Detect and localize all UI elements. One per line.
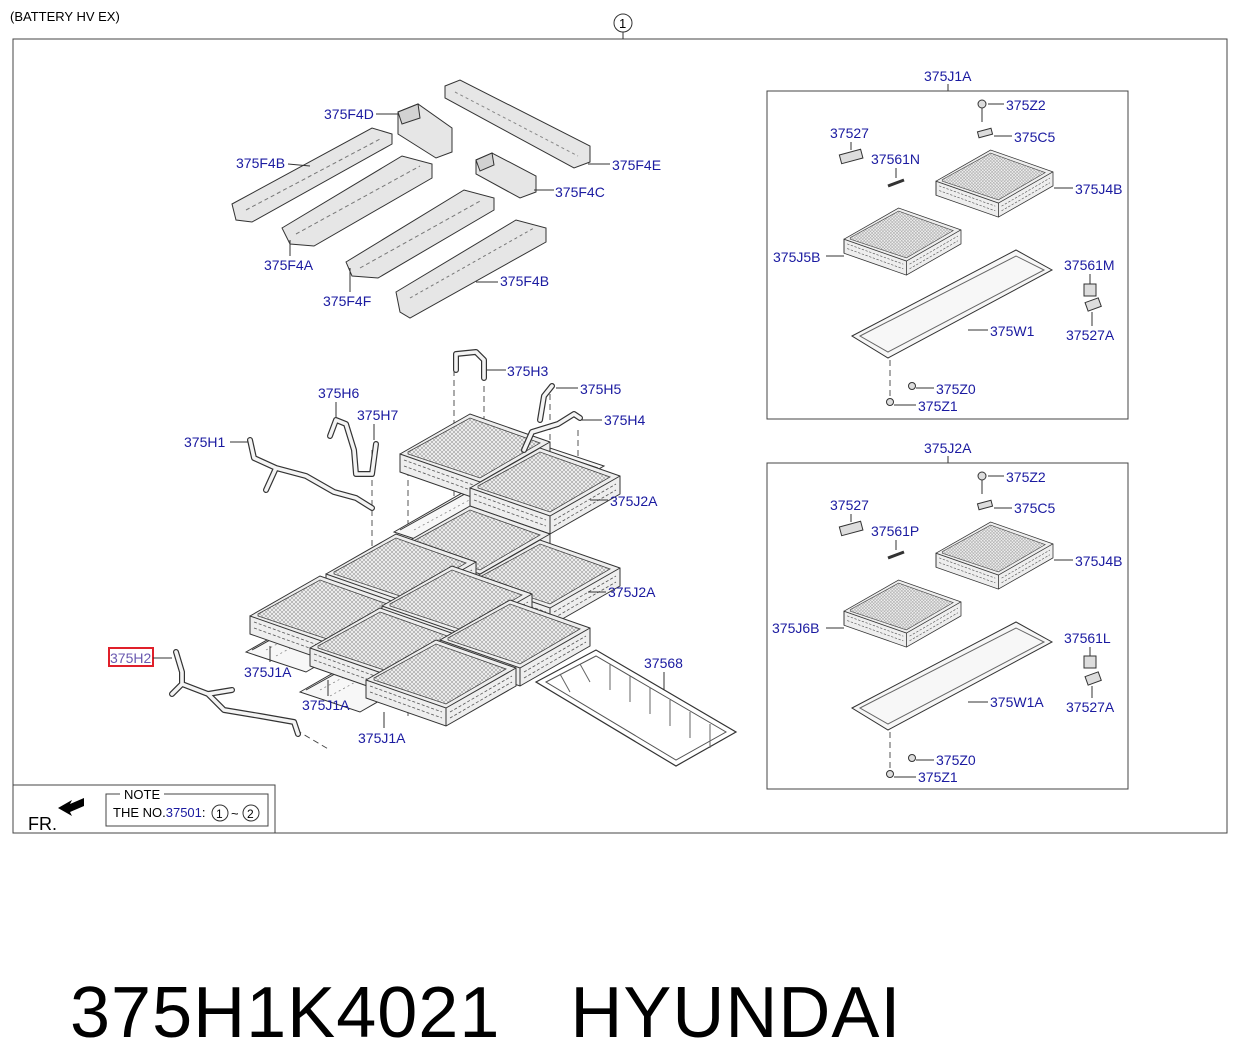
bolt-375Z2 <box>977 99 987 122</box>
part-37527-b <box>838 520 864 537</box>
label-375Z1-b: 375Z1 <box>918 769 958 785</box>
clip-37561L <box>1083 655 1102 686</box>
label-375H5: 375H5 <box>580 381 621 397</box>
outer-frame <box>12 38 1228 834</box>
highlight-box <box>108 647 154 667</box>
bolt-375Z0-b <box>908 754 916 762</box>
label-375H1: 375H1 <box>184 434 225 450</box>
label-375C5: 375C5 <box>1014 129 1055 145</box>
label-375H6: 375H6 <box>318 385 359 401</box>
cover-part-375F4D <box>397 103 453 159</box>
label-375F4D: 375F4D <box>324 106 374 122</box>
pin-37561P <box>887 550 905 560</box>
label-375Z2-b: 375Z2 <box>1006 469 1046 485</box>
cover-part-375F4E <box>444 79 591 169</box>
parts-diagram: (BATTERY HV EX) 1 375F4D 375F4B 375F4E 3 <box>10 9 1228 834</box>
label-375C5-b: 375C5 <box>1014 500 1055 516</box>
note-part-no: 37501 <box>166 805 202 820</box>
label-37527A-b: 37527A <box>1066 699 1115 715</box>
label-375J4B: 375J4B <box>1075 181 1122 197</box>
part-375C5-b <box>976 499 994 511</box>
label-375H2[interactable]: 375H2 <box>110 650 151 666</box>
label-37568: 37568 <box>644 655 683 671</box>
label-375F4B-bottom: 375F4B <box>500 273 549 289</box>
label-37527A: 37527A <box>1066 327 1115 343</box>
pin-37561N <box>887 178 905 188</box>
frame-37568 <box>534 649 738 767</box>
cover-part-375F4F <box>345 189 495 279</box>
label-375H3: 375H3 <box>507 363 548 379</box>
harness-375H4 <box>521 411 583 453</box>
harness-375H2 <box>169 649 301 737</box>
caption-brand: HYUNDAI <box>570 973 902 1053</box>
label-375Z0: 375Z0 <box>936 381 976 397</box>
label-375F4A: 375F4A <box>264 257 314 273</box>
ref-number: 1 <box>619 16 626 31</box>
note-range-start: 1 <box>216 807 223 821</box>
label-375F4F: 375F4F <box>323 293 371 309</box>
caption-part-number: 375H1K4021 <box>70 973 501 1053</box>
panel-bottom-title: 375J2A <box>924 440 972 456</box>
harness-375H7 <box>327 417 379 477</box>
label-375J5B: 375J5B <box>773 249 820 265</box>
label-37561N: 37561N <box>871 151 920 167</box>
front-arrow-icon <box>58 798 84 816</box>
label-375J2A-1: 375J2A <box>610 493 658 509</box>
label-37561L: 37561L <box>1064 630 1111 646</box>
cover-part-375F4B-bottom <box>395 219 547 319</box>
label-375Z1: 375Z1 <box>918 398 958 414</box>
label-375J2A-2: 375J2A <box>608 584 656 600</box>
bolt-375Z1-b <box>886 770 894 778</box>
panel-375J2A: 375J2A 375Z2 375C5 37527 37561P 375J4B 3… <box>766 440 1129 790</box>
diagram-header: (BATTERY HV EX) <box>10 9 120 24</box>
panel-top-frame <box>766 90 1129 420</box>
harness-375H5 <box>537 383 555 423</box>
bolt-375Z0 <box>908 382 916 390</box>
label-375H4: 375H4 <box>604 412 645 428</box>
label-375J1A-3: 375J1A <box>358 730 406 746</box>
harness-375H1 <box>247 437 375 511</box>
bolt-375Z2-b <box>977 471 987 494</box>
module-375J6B <box>843 579 962 648</box>
note-prefix: THE NO. <box>113 805 166 820</box>
panel-bottom-frame <box>766 462 1129 790</box>
label-375F4E: 375F4E <box>612 157 661 173</box>
label-375J4B-b: 375J4B <box>1075 553 1122 569</box>
cover-part-375F4C <box>475 152 537 199</box>
ref-number-callout: 1 <box>613 13 633 39</box>
bolt-375Z1 <box>886 398 894 406</box>
note-title: NOTE <box>124 787 160 802</box>
caption: 375H1K4021 HYUNDAI <box>28 890 901 1054</box>
label-375J1A-2: 375J1A <box>302 697 350 713</box>
front-label: FR. <box>28 814 57 834</box>
label-37527: 37527 <box>830 125 869 141</box>
cooling-plate-375W1A <box>850 621 1054 731</box>
cooling-plate-375W1 <box>850 249 1054 359</box>
note-range-sep: ~ <box>231 806 239 821</box>
harness-375H3 <box>453 349 487 381</box>
part-37527 <box>838 148 864 165</box>
panel-top-title: 375J1A <box>924 68 972 84</box>
label-375W1A: 375W1A <box>990 694 1044 710</box>
label-375Z2: 375Z2 <box>1006 97 1046 113</box>
module-375J4B-b <box>935 521 1054 590</box>
note-range-end: 2 <box>247 807 254 821</box>
label-375W1: 375W1 <box>990 323 1035 339</box>
label-375Z0-b: 375Z0 <box>936 752 976 768</box>
label-37527-b: 37527 <box>830 497 869 513</box>
label-375J6B: 375J6B <box>772 620 819 636</box>
label-375F4B-top: 375F4B <box>236 155 285 171</box>
module-375J4B <box>935 149 1054 218</box>
module-375J5B <box>843 207 962 276</box>
label-37561P: 37561P <box>871 523 919 539</box>
cover-part-375F4B-top <box>231 127 393 223</box>
note-text: THE NO.37501: <box>113 805 206 820</box>
label-37561M: 37561M <box>1064 257 1115 273</box>
clip-37561M <box>1083 283 1102 312</box>
label-375H7: 375H7 <box>357 407 398 423</box>
label-375J1A-1: 375J1A <box>244 664 292 680</box>
label-375F4C: 375F4C <box>555 184 605 200</box>
panel-375J1A: 375J1A 375Z2 375C5 37527 37561N 375J4B 3… <box>766 68 1129 420</box>
part-375C5 <box>976 127 994 139</box>
